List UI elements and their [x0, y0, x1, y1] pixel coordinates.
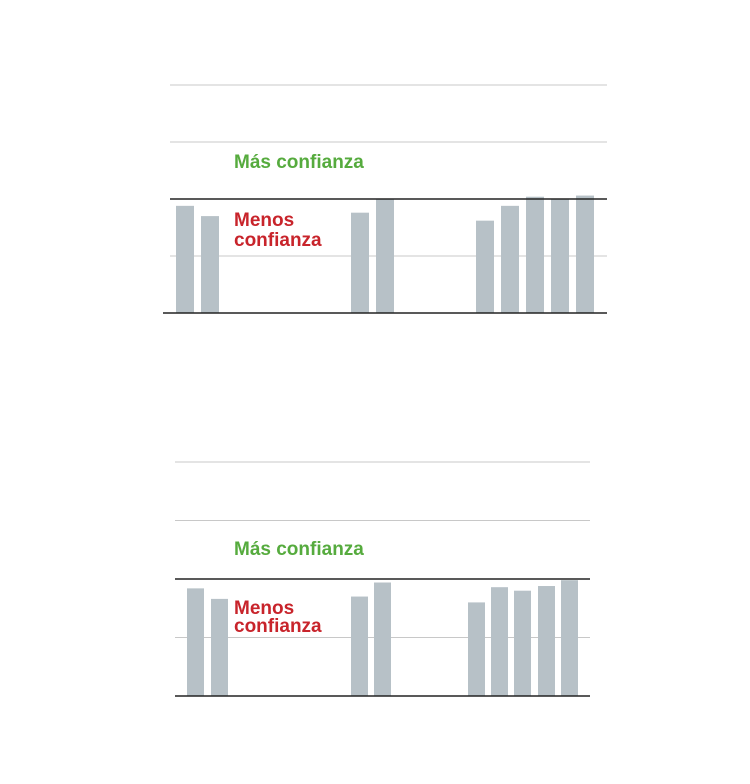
- bar: [491, 587, 508, 696]
- less-trust-label-line2: confianza: [234, 230, 322, 251]
- bar: [576, 195, 594, 313]
- bar: [376, 199, 394, 313]
- bar: [176, 205, 194, 313]
- bar: [551, 199, 569, 313]
- bar: [538, 586, 555, 696]
- more-trust-label: Más confianza: [234, 539, 364, 560]
- bar: [187, 588, 204, 696]
- bar: [351, 596, 368, 696]
- less-trust-label-line1: Menos: [234, 210, 294, 231]
- bar: [201, 216, 219, 313]
- bar: [514, 590, 531, 696]
- bar: [374, 582, 391, 696]
- bar: [561, 580, 578, 696]
- more-trust-label: Más confianza: [234, 152, 364, 173]
- bar: [211, 598, 228, 696]
- less-trust-label-line1: Menos: [234, 598, 294, 619]
- bar: [468, 602, 485, 696]
- bar: [351, 212, 369, 313]
- bar: [476, 220, 494, 313]
- bar: [526, 196, 544, 313]
- less-trust-label-line2: confianza: [234, 616, 322, 637]
- bar: [501, 205, 519, 313]
